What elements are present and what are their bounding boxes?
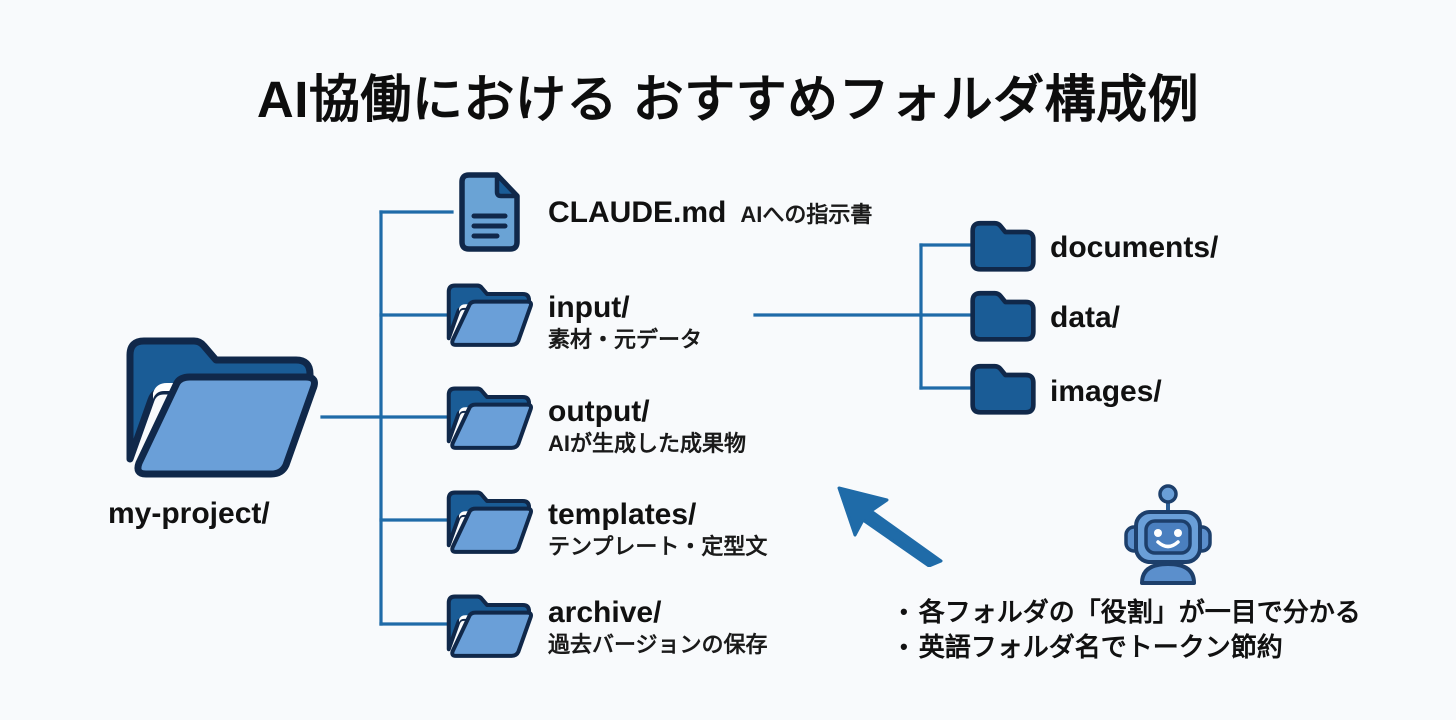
child-description: テンプレート・定型文 (548, 533, 768, 559)
child-label-output: output/ AIが生成した成果物 (548, 396, 746, 456)
benefit-bullets: • 各フォルダの「役割」が一目で分かる • 英語フォルダ名でトークン節約 (900, 595, 1445, 665)
root-folder-node[interactable] (120, 333, 325, 486)
child-description: AIへの指示書 (740, 202, 873, 227)
open-folder-icon (446, 283, 534, 347)
page-title: AI協働における おすすめフォルダ構成例 (256, 71, 1200, 128)
bullet-marker: • (900, 599, 908, 624)
child-node-templates[interactable] (444, 489, 536, 560)
bullet-marker: • (900, 634, 908, 660)
bullet-item: • 英語フォルダ名でトークン節約 (900, 630, 1445, 665)
child-node-claude-md[interactable] (455, 171, 523, 258)
child-label-templates: templates/ テンプレート・定型文 (548, 499, 767, 559)
subfolder-node-data[interactable] (968, 288, 1038, 349)
open-folder-icon (126, 337, 318, 478)
child-label-archive: archive/ 過去バージョンの保存 (548, 597, 768, 657)
child-description: 過去バージョンの保存 (548, 631, 768, 657)
callout-arrow (833, 482, 948, 572)
closed-folder-icon (970, 363, 1036, 415)
subfolder-node-documents[interactable] (968, 218, 1038, 279)
subfolder-label-data: data/ (1050, 301, 1121, 334)
subfolder-node-images[interactable] (968, 361, 1038, 422)
open-folder-icon (446, 490, 534, 554)
child-name: templates/ (548, 498, 697, 531)
closed-folder-icon (970, 290, 1036, 342)
child-description: AIが生成した成果物 (548, 430, 747, 456)
child-description: 素材・元データ (548, 326, 703, 352)
arrow-up-left-icon (837, 486, 943, 568)
subfolder-label-images: images/ (1050, 375, 1162, 408)
child-node-archive[interactable] (444, 593, 536, 664)
child-node-input[interactable] (444, 282, 536, 353)
robot-mascot (1118, 482, 1218, 592)
child-name: archive/ (548, 596, 662, 629)
robot-icon (1124, 484, 1212, 585)
bullet-text: 英語フォルダ名でトークン節約 (918, 632, 1283, 663)
document-icon (459, 172, 520, 252)
child-name: input/ (548, 291, 630, 324)
bullet-item: • 各フォルダの「役割」が一目で分かる (900, 595, 1445, 630)
child-node-output[interactable] (444, 385, 536, 456)
closed-folder-icon (970, 220, 1036, 272)
child-label-input: input/ 素材・元データ (548, 292, 702, 352)
subfolder-label-documents: documents/ (1050, 231, 1219, 264)
root-folder-label: my-project/ (108, 497, 270, 530)
child-name: output/ (548, 395, 650, 428)
open-folder-icon (446, 594, 534, 658)
bullet-text: 各フォルダの「役割」が一目で分かる (918, 597, 1361, 627)
child-name: CLAUDE.md (548, 196, 727, 229)
child-label-claude-md: CLAUDE.md AIへの指示書 (548, 197, 872, 229)
open-folder-icon (446, 386, 534, 450)
